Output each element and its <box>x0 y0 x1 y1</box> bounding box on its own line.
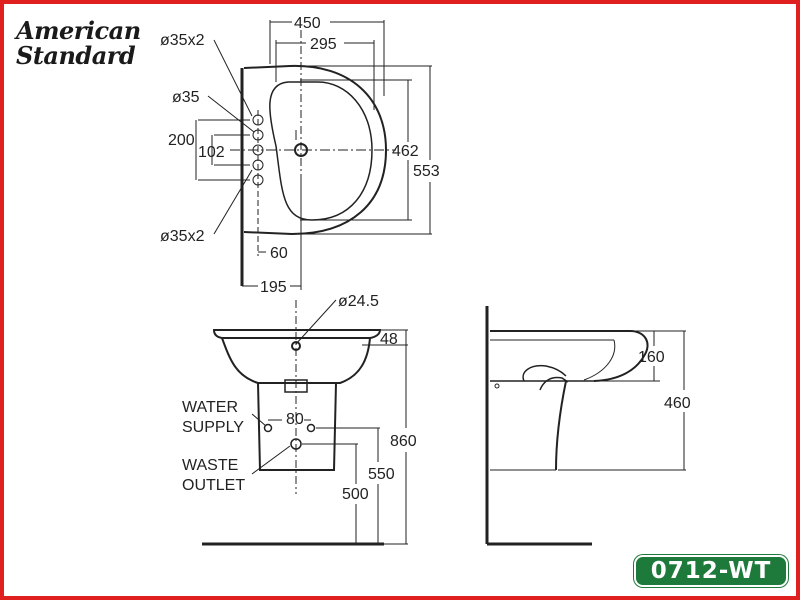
top-view-basin-outline <box>243 64 388 236</box>
side-view-front <box>593 330 649 382</box>
dim-supply-height: 550 <box>368 466 395 483</box>
side-view <box>485 306 686 546</box>
label-waste-outlet-2: OUTLET <box>182 477 245 494</box>
dim-rim-height: 48 <box>380 331 398 348</box>
top-view <box>195 20 432 290</box>
dim-waste-height: 500 <box>342 486 369 503</box>
leader-line <box>251 413 267 427</box>
side-view-fixing-hole <box>494 383 500 389</box>
supply-hole <box>263 423 273 433</box>
dim-hole-spacing-outer: 200 <box>168 132 195 149</box>
label-waste-outlet-1: WASTE <box>182 457 238 474</box>
label-overflow-hole: ø24.5 <box>338 293 379 310</box>
brand-line-1: American <box>16 16 141 45</box>
dim-hole-spacing-inner: 102 <box>198 144 225 161</box>
side-view-pedestal <box>555 380 567 471</box>
dim-basin-depth: 160 <box>638 349 665 366</box>
dim-total-height: 860 <box>390 433 417 450</box>
side-view-trap-2 <box>539 376 569 391</box>
leader-line <box>295 299 337 345</box>
front-view-rim <box>212 329 382 339</box>
leader-line <box>251 445 291 475</box>
dim-supply-spacing: 80 <box>286 411 304 428</box>
front-view-basin <box>221 337 371 384</box>
label-water-supply-1: WATER <box>182 399 238 416</box>
leader-line <box>207 95 255 133</box>
brand-line-2: Standard <box>16 41 136 70</box>
dim-drain-to-wall: 195 <box>260 279 287 296</box>
dim-bowl-width: 295 <box>310 36 337 53</box>
pedestal <box>257 382 337 471</box>
dim-bowl-depth: 462 <box>392 143 419 160</box>
label-hole-double-top: ø35x2 <box>160 32 205 49</box>
side-view-trap <box>522 364 567 382</box>
label-water-supply-2: SUPPLY <box>182 419 244 436</box>
front-view <box>202 299 408 546</box>
label-hole-single: ø35 <box>172 89 200 106</box>
dim-projection-height: 460 <box>664 395 691 412</box>
leader-line <box>213 39 253 117</box>
side-view-inner-curve <box>583 339 616 381</box>
label-hole-double-bottom: ø35x2 <box>160 228 205 245</box>
leader-line <box>213 169 253 235</box>
supply-hole <box>306 423 316 433</box>
model-code-badge: 0712-WT <box>634 555 788 587</box>
dim-overall-depth: 553 <box>413 163 440 180</box>
dim-overall-width: 450 <box>294 15 321 32</box>
dim-drain-offset: 60 <box>270 245 288 262</box>
top-view-bowl <box>269 81 373 221</box>
brand-logo: American Standard <box>16 16 141 70</box>
